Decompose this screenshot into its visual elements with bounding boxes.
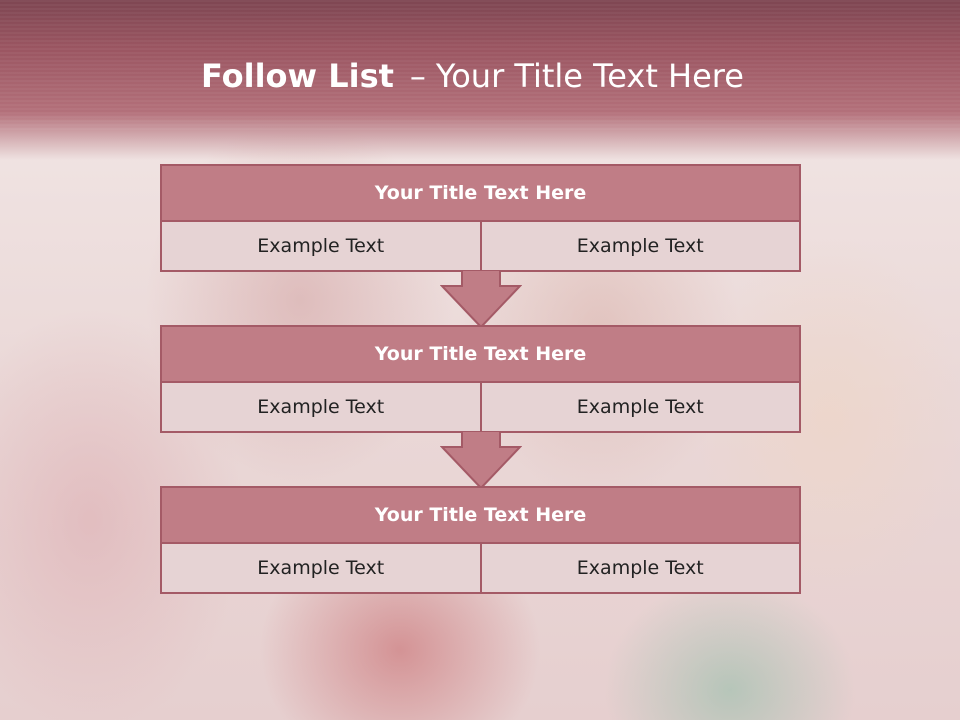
step-3-row: Example Text Example Text: [162, 544, 799, 592]
down-arrow-icon: [440, 431, 522, 490]
slide-title: Follow List–Your Title Text Here: [0, 56, 945, 96]
step-box-3: Your Title Text Here Example Text Exampl…: [160, 486, 801, 594]
step-1-right-cell: Example Text: [479, 222, 799, 270]
down-arrow-icon: [440, 270, 522, 329]
header-band: [0, 0, 960, 160]
slide-title-dash: –: [409, 57, 426, 95]
slide-title-bold: Follow List: [201, 57, 394, 95]
step-3-right-cell: Example Text: [479, 544, 799, 592]
header-texture: [0, 0, 960, 130]
step-1-row: Example Text Example Text: [162, 222, 799, 270]
step-3-left-cell: Example Text: [162, 544, 480, 592]
step-1-title: Your Title Text Here: [162, 166, 799, 222]
slide-title-rest: Your Title Text Here: [435, 57, 744, 95]
step-box-2: Your Title Text Here Example Text Exampl…: [160, 325, 801, 433]
step-2-right-cell: Example Text: [479, 383, 799, 431]
step-1-left-cell: Example Text: [162, 222, 480, 270]
step-3-title: Your Title Text Here: [162, 488, 799, 544]
step-2-left-cell: Example Text: [162, 383, 480, 431]
step-2-title: Your Title Text Here: [162, 327, 799, 383]
step-2-row: Example Text Example Text: [162, 383, 799, 431]
step-box-1: Your Title Text Here Example Text Exampl…: [160, 164, 801, 272]
